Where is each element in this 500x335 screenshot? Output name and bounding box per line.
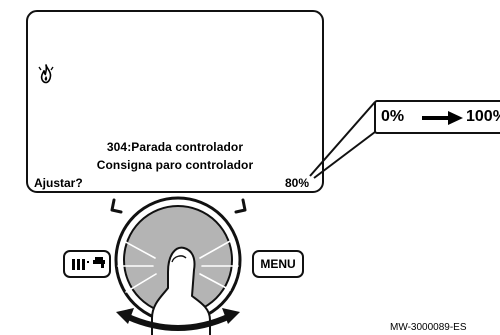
right-arrow-icon bbox=[422, 111, 463, 125]
parameter-description: Consigna paro controlador bbox=[96, 158, 254, 172]
menu-button[interactable]: MENU bbox=[252, 250, 304, 278]
hand-pressing-icon bbox=[151, 246, 211, 335]
flame-icon bbox=[38, 64, 54, 84]
callout-leader bbox=[309, 101, 376, 179]
lcd-display: 304:Parada controlador Consigna paro con… bbox=[26, 10, 324, 193]
parameter-value: 80% bbox=[284, 176, 309, 190]
figure-id: MW-3000089-ES bbox=[390, 322, 467, 333]
parameter-name: 304:Parada controlador bbox=[106, 140, 244, 154]
rotation-marks bbox=[110, 198, 247, 214]
range-callout: 0% 100% bbox=[374, 100, 500, 134]
rotate-arrow-icon bbox=[116, 308, 240, 331]
radiator-tap-icon bbox=[72, 257, 105, 270]
heating-dhw-button[interactable] bbox=[63, 250, 111, 278]
range-max: 100% bbox=[466, 108, 500, 125]
range-min: 0% bbox=[381, 108, 405, 125]
adjust-prompt: Ajustar? bbox=[34, 176, 83, 190]
